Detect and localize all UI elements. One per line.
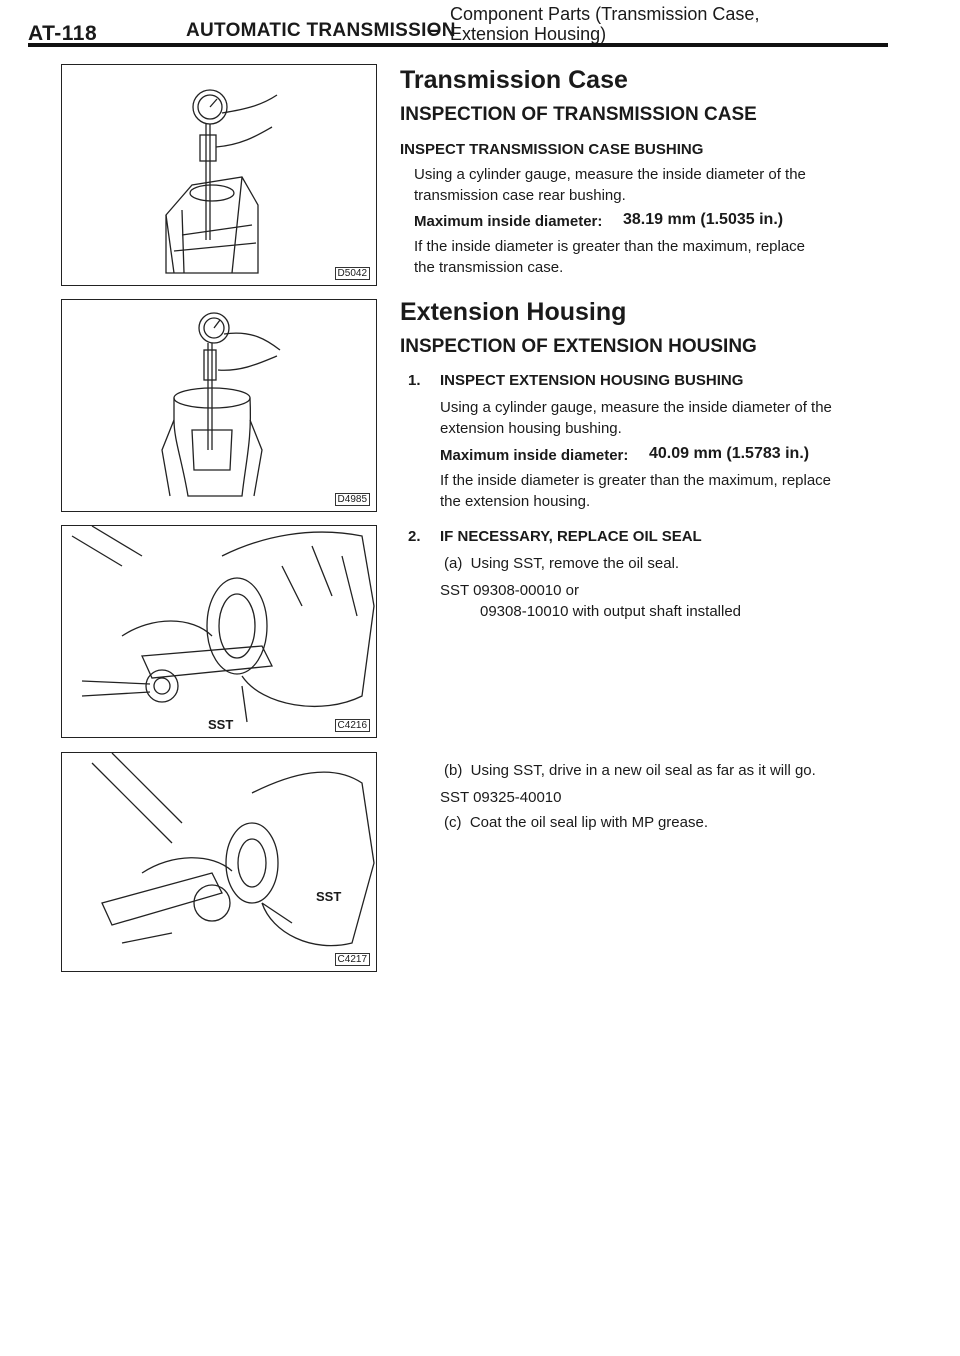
- step1-spec-value: 40.09 mm (1.5783 in.): [649, 445, 810, 462]
- extension-housing-subtitle: INSPECTION OF EXTENSION HOUSING: [400, 336, 757, 357]
- transmission-case-subtitle: INSPECTION OF TRANSMISSION CASE: [400, 104, 757, 125]
- figure-id: D5042: [334, 267, 370, 280]
- header-subtitle-line2: Extension Housing): [450, 24, 607, 44]
- step2-sst-b: SST 09325-40010: [440, 789, 562, 806]
- step1-para1-line1: Using a cylinder gauge, measure the insi…: [440, 399, 832, 416]
- transmission-case-para2-line2: the transmission case.: [414, 259, 564, 276]
- step2-substep-a: (a) Using SST, remove the oil seal.: [444, 555, 680, 572]
- step1-number: 1.: [408, 372, 421, 389]
- transmission-case-para2-line1: If the inside diameter is greater than t…: [414, 238, 806, 255]
- step2-number: 2.: [408, 528, 421, 545]
- figure-id: C4217: [334, 953, 370, 966]
- figure-remove-oil-seal: SST C4216: [61, 525, 377, 738]
- page-code: AT-118: [28, 22, 98, 45]
- step1-heading: INSPECT EXTENSION HOUSING BUSHING: [440, 372, 744, 389]
- sst-callout: SST: [316, 889, 342, 904]
- transmission-case-step-heading: INSPECT TRANSMISSION CASE BUSHING: [400, 141, 704, 158]
- header-rule: [28, 43, 888, 47]
- section-title: AUTOMATIC TRANSMISSION: [186, 20, 456, 41]
- step2-sst-a-line1: SST 09308-00010 or: [440, 582, 579, 599]
- figure-case-bushing-gauge: D5042: [61, 64, 377, 286]
- transmission-case-para1-line2: transmission case rear bushing.: [414, 187, 626, 204]
- oil-seal-install-illustration: [91, 753, 375, 947]
- step2-heading: IF NECESSARY, REPLACE OIL SEAL: [440, 528, 702, 545]
- sst-callout: SST: [208, 717, 234, 732]
- transmission-case-spec-label: Maximum inside diameter:: [414, 213, 603, 230]
- step2-sst-a-line2: 09308-10010 with output shaft installed: [480, 603, 742, 620]
- header-subtitle-line1: Component Parts (Transmission Case,: [450, 4, 760, 24]
- figure-install-oil-seal: SST C4217: [61, 752, 377, 972]
- figure-id: D4985: [334, 493, 370, 506]
- step1-para1-line2: extension housing bushing.: [440, 420, 622, 437]
- transmission-case-title: Transmission Case: [400, 66, 628, 94]
- figure-extension-bushing-gauge: D4985: [61, 299, 377, 512]
- oil-seal-removal-illustration: [71, 526, 375, 723]
- cylinder-gauge-illustration: [161, 312, 281, 497]
- step1-spec-label: Maximum inside diameter:: [440, 447, 629, 464]
- step1-para2-line2: the extension housing.: [440, 493, 591, 510]
- transmission-case-para1-line1: Using a cylinder gauge, measure the insi…: [414, 166, 806, 183]
- cylinder-gauge-illustration: [165, 89, 278, 274]
- step1-para2-line1: If the inside diameter is greater than t…: [440, 472, 832, 489]
- header-dash: –: [428, 17, 441, 42]
- figure-id: C4216: [334, 719, 370, 732]
- step2-substep-c: (c) Coat the oil seal lip with MP grease…: [444, 814, 709, 831]
- transmission-case-spec-value: 38.19 mm (1.5035 in.): [623, 211, 784, 228]
- step2-substep-b: (b) Using SST, drive in a new oil seal a…: [444, 762, 816, 779]
- extension-housing-title: Extension Housing: [400, 298, 627, 326]
